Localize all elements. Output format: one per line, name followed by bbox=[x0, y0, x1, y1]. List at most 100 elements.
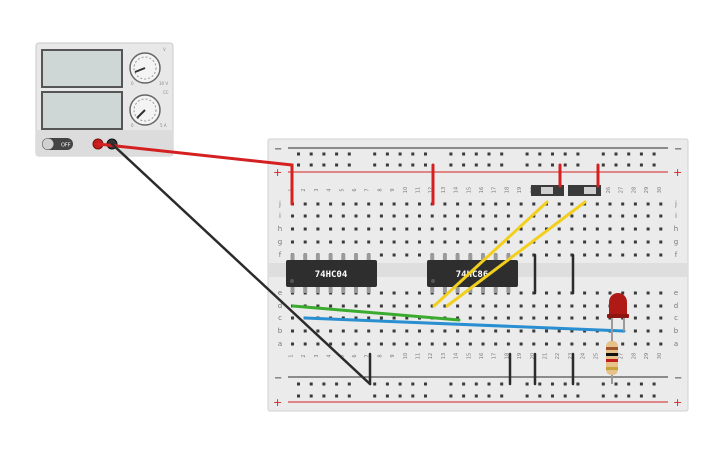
breadboard-hole[interactable] bbox=[633, 291, 637, 295]
breadboard-hole[interactable] bbox=[532, 202, 536, 206]
breadboard-hole[interactable] bbox=[621, 227, 625, 231]
breadboard-hole[interactable] bbox=[341, 227, 345, 231]
breadboard-hole[interactable] bbox=[418, 214, 421, 218]
chip-74hc86[interactable]: 74HC86 bbox=[427, 254, 518, 293]
rail-hole[interactable] bbox=[525, 382, 529, 386]
breadboard-hole[interactable] bbox=[633, 227, 637, 231]
breadboard-hole[interactable] bbox=[430, 304, 434, 308]
breadboard-hole[interactable] bbox=[506, 202, 510, 206]
breadboard-hole[interactable] bbox=[405, 202, 409, 206]
breadboard-hole[interactable] bbox=[646, 316, 650, 320]
rail-hole[interactable] bbox=[614, 163, 618, 167]
breadboard-hole[interactable] bbox=[367, 329, 371, 333]
breadboard-hole[interactable] bbox=[608, 240, 612, 244]
breadboard-hole[interactable] bbox=[379, 214, 383, 218]
rail-hole[interactable] bbox=[652, 152, 656, 156]
breadboard-hole[interactable] bbox=[595, 291, 599, 295]
breadboard-hole[interactable] bbox=[659, 329, 663, 333]
breadboard-hole[interactable] bbox=[367, 214, 371, 218]
breadboard-hole[interactable] bbox=[329, 202, 333, 206]
wire-blue[interactable] bbox=[303, 316, 626, 333]
breadboard-hole[interactable] bbox=[646, 253, 650, 257]
rail-hole[interactable] bbox=[411, 394, 415, 398]
breadboard-hole[interactable] bbox=[303, 202, 307, 206]
rail-hole[interactable] bbox=[411, 163, 415, 167]
breadboard-hole[interactable] bbox=[583, 253, 587, 257]
breadboard-hole[interactable] bbox=[418, 253, 421, 257]
breadboard-hole[interactable] bbox=[646, 240, 650, 244]
rail-hole[interactable] bbox=[424, 152, 427, 156]
breadboard-hole[interactable] bbox=[341, 316, 345, 320]
breadboard-hole[interactable] bbox=[354, 304, 358, 308]
rail-hole[interactable] bbox=[373, 163, 377, 167]
breadboard-hole[interactable] bbox=[303, 329, 307, 333]
breadboard-hole[interactable] bbox=[659, 291, 663, 295]
rail-hole[interactable] bbox=[411, 382, 415, 386]
breadboard-hole[interactable] bbox=[621, 202, 625, 206]
rail-hole[interactable] bbox=[335, 394, 339, 398]
rail-hole[interactable] bbox=[322, 163, 326, 167]
breadboard-hole[interactable] bbox=[341, 342, 345, 346]
breadboard-hole[interactable] bbox=[532, 227, 536, 231]
breadboard-hole[interactable] bbox=[456, 342, 460, 346]
breadboard-hole[interactable] bbox=[494, 342, 498, 346]
breadboard-hole[interactable] bbox=[456, 240, 460, 244]
breadboard-hole[interactable] bbox=[595, 253, 599, 257]
rail-hole[interactable] bbox=[563, 382, 567, 386]
current-knob[interactable] bbox=[129, 94, 161, 126]
breadboard-hole[interactable] bbox=[659, 342, 663, 346]
rail-hole[interactable] bbox=[297, 163, 300, 167]
rail-hole[interactable] bbox=[398, 382, 402, 386]
rail-hole[interactable] bbox=[309, 394, 313, 398]
breadboard-hole[interactable] bbox=[456, 227, 460, 231]
breadboard-hole[interactable] bbox=[646, 227, 650, 231]
breadboard-hole[interactable] bbox=[468, 202, 472, 206]
breadboard-hole[interactable] bbox=[354, 227, 358, 231]
rail-hole[interactable] bbox=[322, 394, 326, 398]
breadboard-hole[interactable] bbox=[316, 240, 320, 244]
breadboard-hole[interactable] bbox=[519, 214, 523, 218]
breadboard-hole[interactable] bbox=[545, 291, 548, 295]
breadboard-hole[interactable] bbox=[481, 227, 485, 231]
breadboard-hole[interactable] bbox=[316, 214, 320, 218]
breadboard-hole[interactable] bbox=[545, 329, 548, 333]
breadboard-hole[interactable] bbox=[367, 227, 371, 231]
breadboard-hole[interactable] bbox=[545, 227, 548, 231]
breadboard-hole[interactable] bbox=[621, 214, 625, 218]
rail-hole[interactable] bbox=[347, 152, 351, 156]
breadboard-hole[interactable] bbox=[341, 329, 345, 333]
breadboard-hole[interactable] bbox=[545, 214, 548, 218]
breadboard-hole[interactable] bbox=[329, 342, 333, 346]
breadboard-hole[interactable] bbox=[621, 240, 625, 244]
breadboard-hole[interactable] bbox=[392, 329, 396, 333]
breadboard-hole[interactable] bbox=[595, 316, 599, 320]
rail-hole[interactable] bbox=[487, 152, 491, 156]
rail-hole[interactable] bbox=[385, 382, 389, 386]
rail-hole[interactable] bbox=[601, 152, 605, 156]
rail-hole[interactable] bbox=[398, 394, 402, 398]
rail-hole[interactable] bbox=[652, 394, 656, 398]
power-switch[interactable]: OFF bbox=[42, 138, 73, 150]
breadboard-hole[interactable] bbox=[557, 253, 561, 257]
rail-hole[interactable] bbox=[538, 382, 542, 386]
rail-hole[interactable] bbox=[322, 382, 326, 386]
rail-hole[interactable] bbox=[525, 394, 529, 398]
breadboard-hole[interactable] bbox=[494, 240, 498, 244]
breadboard-hole[interactable] bbox=[392, 240, 396, 244]
breadboard-hole[interactable] bbox=[646, 202, 650, 206]
breadboard-hole[interactable] bbox=[405, 253, 409, 257]
rail-hole[interactable] bbox=[424, 382, 427, 386]
breadboard-hole[interactable] bbox=[392, 202, 396, 206]
voltage-knob[interactable] bbox=[129, 52, 161, 84]
breadboard-hole[interactable] bbox=[608, 202, 612, 206]
rail-hole[interactable] bbox=[538, 163, 542, 167]
breadboard-hole[interactable] bbox=[557, 342, 561, 346]
breadboard-hole[interactable] bbox=[494, 329, 498, 333]
rail-hole[interactable] bbox=[462, 163, 466, 167]
breadboard-hole[interactable] bbox=[506, 227, 510, 231]
breadboard-hole[interactable] bbox=[506, 329, 510, 333]
breadboard-hole[interactable] bbox=[557, 202, 561, 206]
breadboard-hole[interactable] bbox=[443, 342, 447, 346]
rail-hole[interactable] bbox=[576, 163, 580, 167]
breadboard-hole[interactable] bbox=[519, 202, 523, 206]
